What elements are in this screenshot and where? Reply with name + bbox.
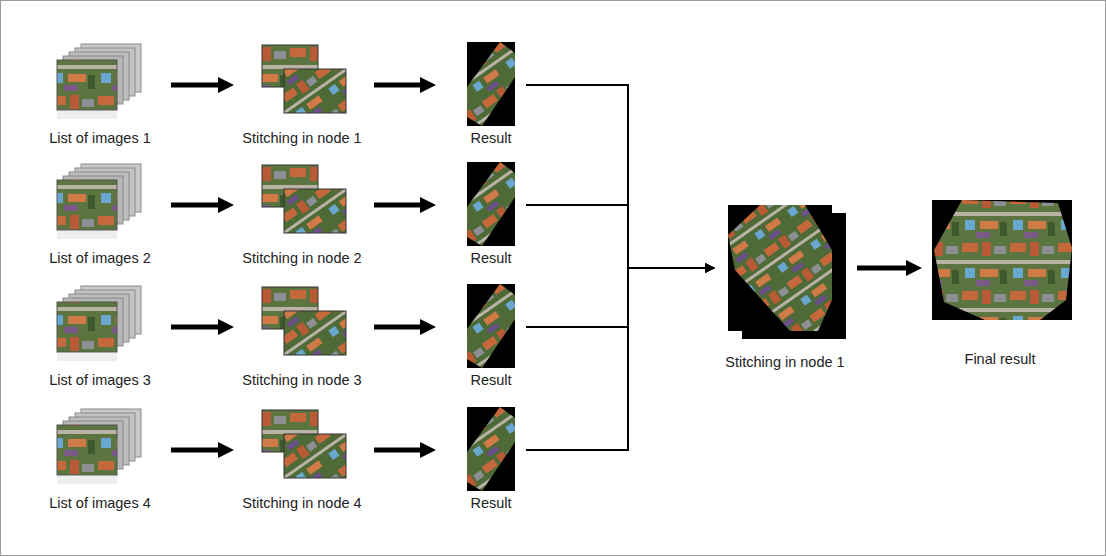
caption: List of images 4 (49, 495, 151, 512)
image-node: Final result (930, 200, 1070, 372)
flow-arrow (374, 325, 422, 330)
caption: List of images 2 (49, 250, 151, 267)
caption: Result (470, 130, 511, 147)
result-mosaic (467, 42, 515, 126)
image-node: List of images 3 (35, 287, 165, 393)
stitch-pair (262, 165, 346, 233)
merged-mosaic (728, 205, 846, 339)
result-mosaic (467, 407, 515, 491)
caption: Result (470, 372, 511, 389)
caption: Final result (965, 351, 1036, 368)
final-mosaic (932, 200, 1072, 320)
image-stack (57, 409, 141, 484)
caption: Result (470, 495, 511, 512)
flow-arrow (526, 268, 707, 450)
stitch-pair (262, 410, 346, 478)
image-node: Stitching in node 1 (236, 45, 368, 151)
image-node: List of images 2 (35, 165, 165, 271)
flow-arrow (171, 325, 220, 330)
result-mosaic (467, 284, 515, 368)
flow-arrow (526, 85, 707, 268)
caption: Stitching in node 1 (242, 130, 361, 147)
image-node: Result (456, 161, 526, 271)
flow-arrow (374, 83, 422, 88)
stitch-pair (262, 45, 346, 113)
flow-arrow (857, 266, 908, 271)
flow-arrow (374, 203, 422, 208)
flow-arrow (171, 448, 220, 453)
image-stack (57, 164, 141, 239)
image-node: Stitching in node 3 (236, 287, 368, 393)
image-stack (57, 44, 141, 119)
flow-arrow (374, 448, 422, 453)
image-node: Result (456, 283, 526, 393)
image-node: Stitching in node 2 (236, 165, 368, 271)
caption: Stitching in node 2 (242, 250, 361, 267)
caption: List of images 1 (49, 130, 151, 147)
caption: Stitching in node 4 (242, 495, 361, 512)
flow-arrow (171, 203, 220, 208)
caption: Stitching in node 3 (242, 372, 361, 389)
caption: Result (470, 250, 511, 267)
image-stack (57, 286, 141, 361)
result-mosaic (467, 162, 515, 246)
image-node: Stitching in node 4 (236, 410, 368, 516)
image-node: Result (456, 406, 526, 516)
flow-arrow (526, 205, 707, 268)
flow-arrow (526, 268, 707, 327)
flow-arrow (171, 83, 220, 88)
image-node: List of images 4 (35, 410, 165, 516)
stitch-pair (262, 287, 346, 355)
image-node: Stitching in node 1 (719, 203, 851, 375)
caption: List of images 3 (49, 372, 151, 389)
image-node: List of images 1 (35, 45, 165, 151)
caption: Stitching in node 1 (725, 354, 844, 371)
image-node: Result (456, 41, 526, 151)
